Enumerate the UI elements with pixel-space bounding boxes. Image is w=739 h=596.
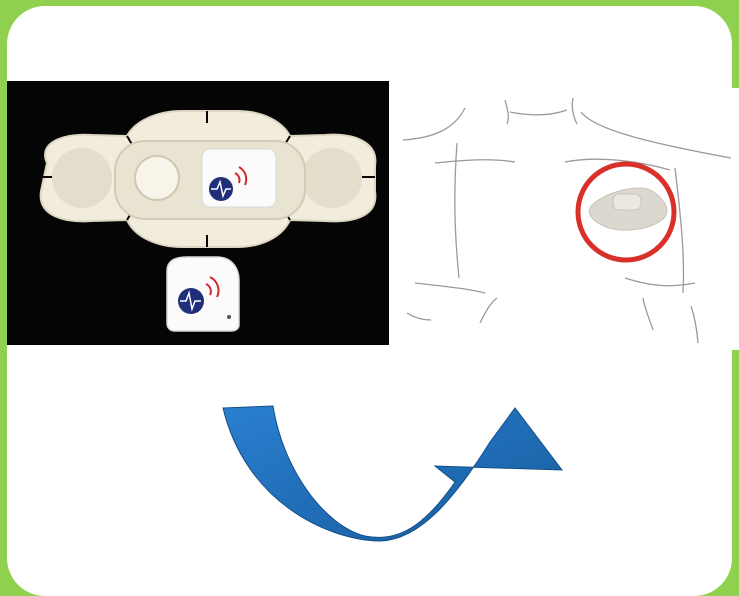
wireless-signal-icon	[234, 172, 241, 184]
chest-illustration	[395, 88, 739, 350]
worn-patch-icon	[589, 187, 668, 231]
ecg-recorder-module-icon	[166, 256, 240, 332]
device-photo	[7, 81, 389, 345]
chest-outline-icon	[402, 97, 732, 344]
ecg-patch-adhesive-icon	[39, 110, 377, 332]
transition-arrow	[215, 400, 575, 550]
curved-arrow-icon	[222, 405, 564, 542]
highlight-circle-icon	[575, 161, 677, 263]
